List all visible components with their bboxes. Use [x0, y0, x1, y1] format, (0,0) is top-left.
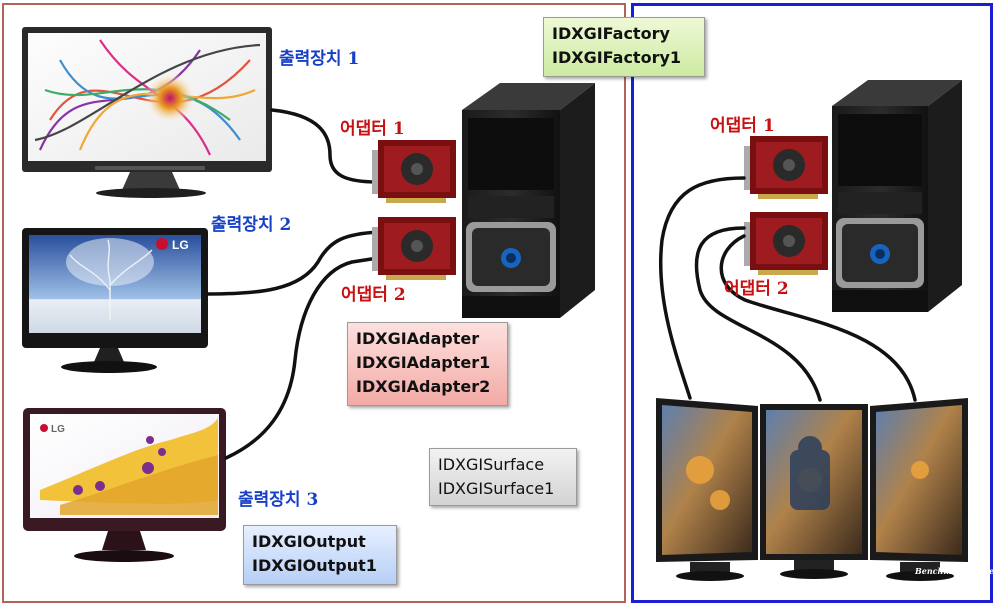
- output-interface-name: IDXGIOutput1: [252, 556, 377, 575]
- adapter-interface-name: IDXGIAdapter2: [356, 377, 491, 396]
- right-cables: [659, 176, 917, 402]
- triple-monitor-setup: Benchmark Reviews: [656, 398, 996, 581]
- right-adapter-1-label: 어댑터 1: [710, 116, 775, 136]
- adapter-interface-name: IDXGIAdapter1: [356, 353, 491, 372]
- surface-interfaces-box: IDXGISurface IDXGISurface1: [429, 448, 577, 506]
- monitor-3-brand-label: LG: [51, 424, 65, 435]
- factory-interface-name: IDXGIFactory: [552, 24, 670, 43]
- left-adapter-2-label: 어댑터 2: [341, 285, 406, 305]
- adapter-interfaces-box: IDXGIAdapter IDXGIAdapter1 IDXGIAdapter2: [347, 322, 508, 406]
- right-pc-case: [832, 80, 962, 312]
- left-cables: [206, 108, 380, 460]
- right-adapter-1-card: [744, 136, 828, 199]
- monitor-3: LG: [23, 408, 226, 562]
- adapter-interface-name: IDXGIAdapter: [356, 329, 480, 348]
- right-scenario-frame: [631, 3, 993, 603]
- left-adapter-1-card: [372, 140, 456, 203]
- right-adapter-2-card: [744, 212, 828, 275]
- benchmark-watermark: Benchmark Reviews: [914, 566, 996, 576]
- surface-interface-name: IDXGISurface1: [438, 479, 555, 498]
- right-adapter-2-label: 어댑터 2: [724, 279, 789, 299]
- monitor-brand-label: LG: [172, 238, 189, 252]
- factory-interfaces-box: IDXGIFactory IDXGIFactory1: [543, 17, 705, 77]
- lg-logo-icon: [156, 238, 168, 250]
- output-device-3-label: 출력장치 3: [238, 490, 319, 510]
- factory-interface-name: IDXGIFactory1: [552, 48, 682, 67]
- output-device-1-label: 출력장치 1: [279, 49, 360, 69]
- surface-interface-name: IDXGISurface: [438, 455, 545, 474]
- left-adapter-1-label: 어댑터 1: [340, 119, 405, 139]
- output-interface-name: IDXGIOutput: [252, 532, 366, 551]
- monitor-2: LG: [22, 228, 208, 373]
- monitor-1: [22, 27, 272, 198]
- left-scenario-frame: [2, 3, 626, 603]
- output-device-2-label: 출력장치 2: [211, 215, 292, 235]
- output-interfaces-box: IDXGIOutput IDXGIOutput1: [243, 525, 397, 585]
- left-adapter-2-card: [372, 217, 456, 280]
- left-pc-case: [462, 83, 595, 318]
